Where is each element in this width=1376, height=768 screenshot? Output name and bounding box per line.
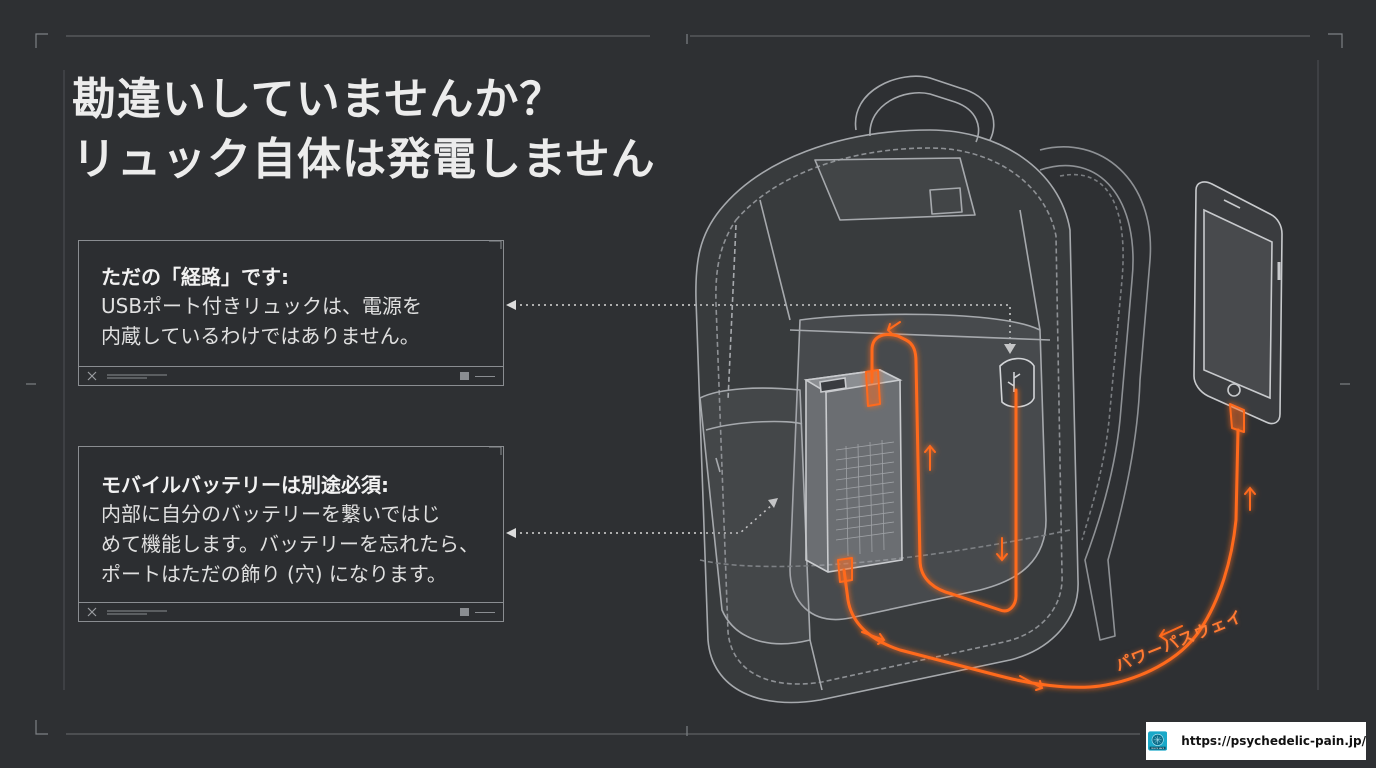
leader-arrow-left — [506, 300, 516, 310]
smartphone-icon — [1193, 181, 1283, 425]
card-footer-bar — [78, 602, 504, 622]
arrow-left-icon-2 — [1158, 625, 1183, 641]
close-icon — [87, 371, 97, 381]
arrow-up-icon — [924, 444, 936, 471]
text-lines-icon — [107, 374, 167, 379]
page-title: 勘違いしていませんか？ リュック自体は発電しません — [72, 70, 656, 190]
leader-arrow-down — [1004, 344, 1016, 354]
route-card-heading: ただの「経路」です: — [101, 265, 289, 289]
text-lines-icon — [107, 610, 167, 615]
backpack-outline — [695, 75, 1152, 704]
arrow-left-icon — [886, 321, 901, 335]
route-card-body-line-1: USBポート付きリュックは、電源を — [101, 294, 423, 318]
arrow-down-icon — [996, 537, 1008, 562]
arrow-up-icon-2 — [1244, 486, 1256, 511]
route-card-body: USBポート付きリュックは、電源を 内蔵しているわけではありません。 — [101, 291, 422, 351]
usb-port-icon — [999, 357, 1035, 408]
title-line-1: 勘違いしていませんか？ — [72, 74, 565, 125]
battery-info-card: モバイルバッテリーは別途必須: 内部に自分のバッテリーを繋いではじ めて機能しま… — [78, 446, 504, 622]
close-icon — [87, 607, 97, 617]
power-bank-icon — [803, 369, 903, 573]
card-footer-bar — [78, 366, 504, 386]
square-icon — [460, 608, 469, 616]
battery-card-body-line-3: ポートはただの飾り (穴) になります。 — [101, 562, 447, 586]
leader-arrow-diag — [768, 498, 778, 508]
leader-arrow-left-2 — [506, 528, 516, 538]
card-corner-decoration — [489, 240, 502, 249]
card-corner-decoration — [489, 446, 502, 455]
arrow-right-icon-2 — [1019, 675, 1044, 691]
arrow-right-icon — [861, 631, 886, 645]
title-line-2: リュック自体は発電しません — [72, 134, 656, 185]
route-card-body-line-2: 内蔵しているわけではありません。 — [101, 324, 420, 348]
dash-icon — [475, 376, 495, 377]
square-icon — [460, 372, 469, 380]
site-url-link[interactable]: https://psychedelic-pain.jp/ — [1181, 734, 1366, 748]
battery-card-body-line-1: 内部に自分のバッテリーを繋いではじ — [101, 502, 441, 526]
dash-icon — [475, 612, 495, 613]
site-badge[interactable]: DEVICE HACK https://psychedelic-pain.jp/ — [1146, 722, 1366, 760]
battery-card-heading: モバイルバッテリーは別途必須: — [101, 473, 389, 497]
battery-card-body-line-2: めて機能します。バッテリーを忘れたら、 — [101, 532, 479, 556]
leader-lines — [514, 304, 1011, 534]
logo-text: DEVICE HACK — [1151, 747, 1165, 750]
device-hack-logo: DEVICE HACK — [1148, 731, 1168, 751]
route-info-card: ただの「経路」です: USBポート付きリュックは、電源を 内蔵しているわけではあ… — [78, 240, 504, 386]
battery-card-body: 内部に自分のバッテリーを繋いではじ めて機能します。バッテリーを忘れたら、 ポー… — [101, 499, 479, 589]
flow-arrows — [861, 321, 1256, 691]
